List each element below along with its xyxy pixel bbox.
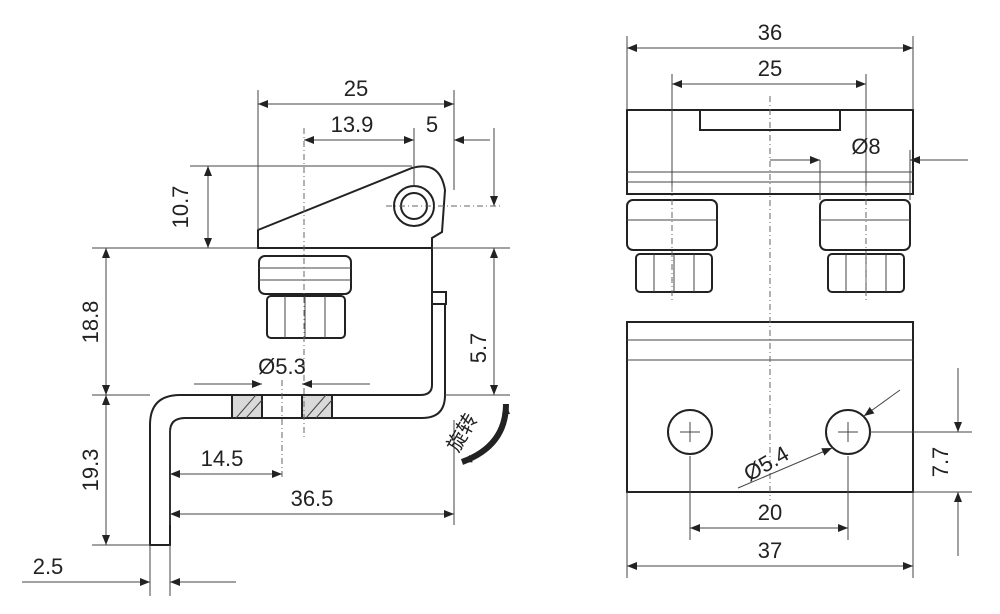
dim-10-7: 10.7 <box>168 186 193 229</box>
dim-2-5: 2.5 <box>33 554 64 579</box>
dim-37: 37 <box>758 538 782 563</box>
rotate-label: 旋转 <box>442 409 483 456</box>
dim-19-3: 19.3 <box>78 449 103 492</box>
dim-36-5: 36.5 <box>291 486 334 511</box>
bushing-nut <box>266 295 346 339</box>
rotate-arrow <box>460 403 510 465</box>
bushing-top <box>258 255 352 295</box>
dim-18-8: 18.8 <box>78 301 103 344</box>
dim-dia-8: Ø8 <box>851 134 880 159</box>
dim-25-front: 25 <box>758 56 782 81</box>
hole-section-left <box>231 394 263 419</box>
dim-5-7: 5.7 <box>466 333 491 364</box>
arm-step <box>431 291 447 305</box>
dim-25-side: 25 <box>344 76 368 101</box>
dim-7-7: 7.7 <box>928 447 953 478</box>
dim-13-9: 13.9 <box>331 112 374 137</box>
dim-5-top: 5 <box>426 112 438 137</box>
dim-20: 20 <box>758 500 782 525</box>
front-view: 36 25 Ø8 Ø5.4 7.7 20 37 <box>626 20 972 578</box>
hole-section-right <box>301 394 333 419</box>
dim-14-5: 14.5 <box>201 446 244 471</box>
front-bushing-right <box>819 199 911 293</box>
hinge-leaf <box>257 165 447 249</box>
dim-36: 36 <box>758 20 782 45</box>
side-view: 25 13.9 5 10.7 18.8 19.3 5.7 Ø5.3 <box>22 76 510 596</box>
dim-dia-5-3: Ø5.3 <box>258 354 306 379</box>
